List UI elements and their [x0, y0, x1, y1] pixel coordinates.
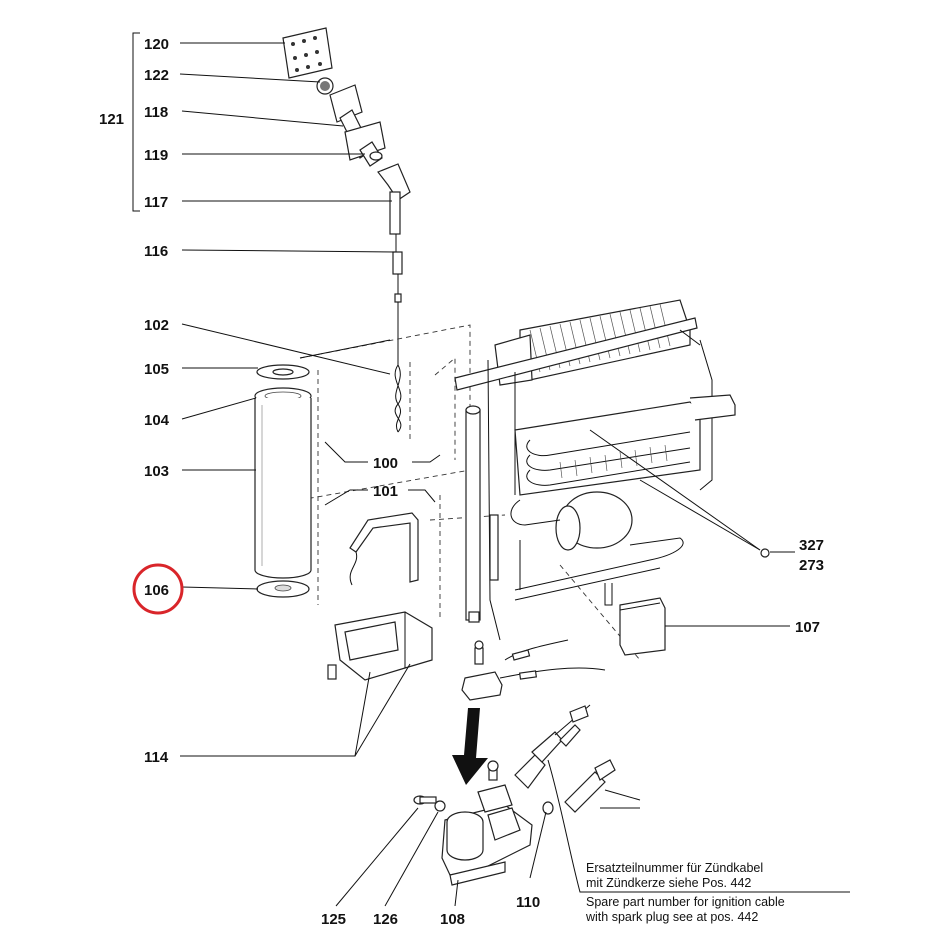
burner-108 — [441, 760, 533, 886]
label-100: 100 — [373, 455, 398, 472]
label-118: 118 — [144, 104, 168, 121]
label-101: 101 — [373, 483, 398, 500]
leader-lines — [179, 42, 850, 907]
label-122: 122 — [144, 67, 169, 84]
label-102: 102 — [144, 317, 169, 334]
flue-pipe-118 — [329, 84, 386, 161]
label-107: 107 — [795, 619, 820, 636]
insulation-cylinder-103 — [254, 398, 312, 579]
highlight-circle-106 — [132, 563, 184, 615]
burner-block-small — [461, 640, 503, 701]
label-108: 108 — [440, 911, 465, 928]
label-104: 104 — [144, 412, 170, 429]
label-116: 116 — [144, 243, 168, 260]
label-119: 119 — [144, 147, 168, 164]
flue-assembly-120 — [282, 27, 333, 79]
electrode-110 — [514, 704, 641, 815]
ignition-leads — [499, 639, 606, 680]
label-114: 114 — [144, 749, 169, 766]
nozzle-125 — [413, 795, 437, 805]
ignition-note: Ersatzteilnummer für Zündkabel mit Zündk… — [585, 861, 785, 924]
part-labels: 120 122 121 118 119 117 116 102 105 104 … — [99, 36, 824, 928]
label-120: 120 — [144, 36, 169, 53]
baffle-wire-116 — [392, 234, 403, 433]
note-de-line2: mit Zündkerze siehe Pos. 442 — [586, 876, 751, 890]
cooling-unit — [454, 299, 736, 661]
label-126: 126 — [373, 911, 398, 928]
label-125: 125 — [321, 911, 346, 928]
label-327: 327 — [799, 537, 824, 554]
exploded-view-arrow — [452, 708, 488, 785]
flue-elbow-117 — [377, 163, 411, 235]
burner-tube-101 — [349, 512, 419, 586]
insulation-ring-105 — [256, 364, 310, 380]
label-121: 121 — [99, 111, 124, 128]
washer-126 — [434, 800, 446, 812]
label-117: 117 — [144, 194, 168, 211]
label-106: 106 — [144, 582, 169, 599]
burner-gauze-122 — [316, 77, 334, 95]
label-105: 105 — [144, 361, 169, 378]
screw-327 — [760, 548, 770, 558]
note-de-line1: Ersatzteilnummer für Zündkabel — [586, 861, 763, 875]
note-en-line2: with spark plug see at pos. 442 — [585, 910, 758, 924]
bracket-121 — [132, 32, 140, 212]
label-110: 110 — [516, 894, 540, 911]
insulation-disc-106 — [256, 580, 310, 598]
flue-pipe-119 — [359, 141, 383, 167]
label-273: 273 — [799, 557, 824, 574]
cover-107 — [619, 597, 666, 656]
note-en-line1: Spare part number for ignition cable — [586, 895, 785, 909]
bracket-114 — [327, 611, 433, 681]
label-103: 103 — [144, 463, 169, 480]
